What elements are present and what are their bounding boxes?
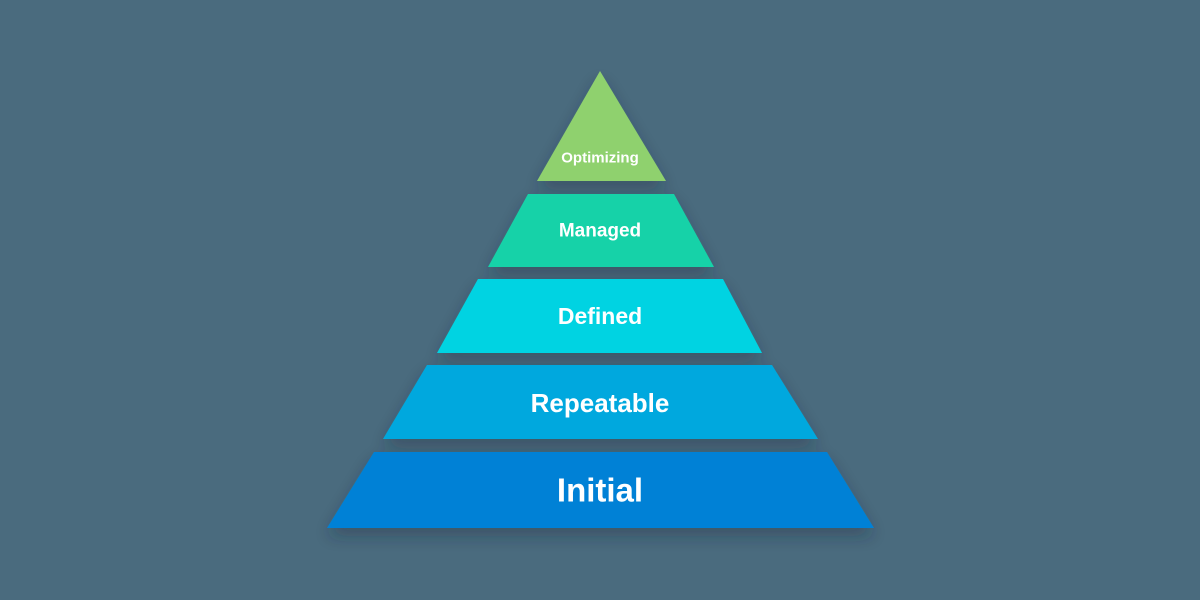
tier-managed-label: Managed [559, 221, 641, 242]
tier-defined-shape [437, 279, 762, 353]
tier-repeatable-label: Repeatable [531, 388, 670, 418]
tier-initial-label: Initial [557, 472, 643, 509]
tier-defined-label: Defined [558, 303, 642, 329]
tier-optimizing-label: Optimizing [561, 150, 639, 167]
tier-managed-shape [488, 194, 714, 267]
tier-initial-shape [327, 452, 874, 528]
tier-repeatable-shape [383, 365, 818, 439]
tier-optimizing-shape [537, 71, 666, 181]
